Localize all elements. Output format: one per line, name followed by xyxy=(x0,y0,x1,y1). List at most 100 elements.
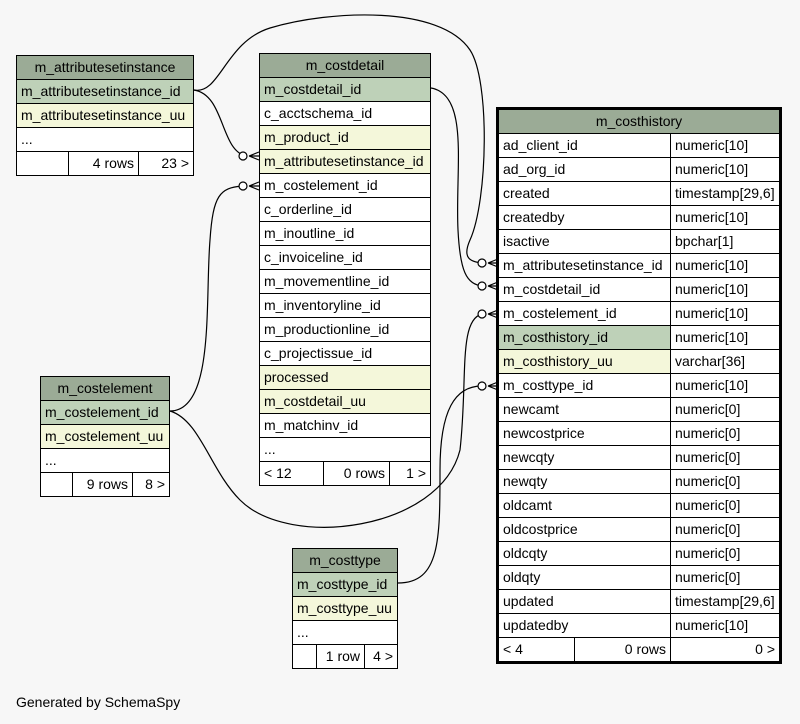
footer-rows: 0 rows xyxy=(324,462,390,485)
column-name: m_costhistory_id xyxy=(499,326,671,349)
column-name: updated xyxy=(499,590,671,613)
column-row[interactable]: m_attributesetinstance_id xyxy=(17,80,193,104)
column-row[interactable]: m_movementline_id xyxy=(260,270,430,294)
column-name: oldcostprice xyxy=(499,518,671,541)
column-type: numeric[0] xyxy=(675,545,741,561)
column-row[interactable]: c_orderline_id xyxy=(260,198,430,222)
column-row[interactable]: m_inventoryline_id xyxy=(260,294,430,318)
column-type: numeric[10] xyxy=(675,305,749,321)
table-footer: 1 row 4 > xyxy=(293,645,397,668)
column-type: numeric[10] xyxy=(675,161,749,177)
column-row[interactable]: m_costtype_id xyxy=(293,573,397,597)
column-name: ad_client_id xyxy=(499,134,671,157)
column-row: ... xyxy=(41,449,169,473)
column-row[interactable]: m_costdetail_id xyxy=(260,78,430,102)
column-row[interactable]: m_costelement_id xyxy=(41,401,169,425)
footer-rows: 4 rows xyxy=(69,152,139,175)
column-row[interactable]: m_attributesetinstance_uu xyxy=(17,104,193,128)
column-row: ... xyxy=(293,621,397,645)
column-type: numeric[0] xyxy=(675,569,741,585)
column-type: numeric[10] xyxy=(675,329,749,345)
table-title[interactable]: m_costtype xyxy=(293,549,397,573)
footer-right[interactable]: 23 > xyxy=(161,155,189,171)
footer-rows: 9 rows xyxy=(73,473,133,496)
column-name: newcqty xyxy=(499,446,671,469)
column-row[interactable]: m_product_id xyxy=(260,126,430,150)
column-type: numeric[0] xyxy=(675,401,741,417)
column-row[interactable]: processed xyxy=(260,366,430,390)
footer-rows: 0 rows xyxy=(575,638,671,661)
column-type: timestamp[29,6] xyxy=(675,185,775,201)
column-name: oldcqty xyxy=(499,542,671,565)
column-name: m_costelement_id xyxy=(499,302,671,325)
column-row[interactable]: m_matchinv_id xyxy=(260,414,430,438)
column-type: numeric[0] xyxy=(675,425,741,441)
table-title[interactable]: m_costdetail xyxy=(260,54,430,78)
column-name: m_costdetail_id xyxy=(499,278,671,301)
column-type: numeric[0] xyxy=(675,521,741,537)
footer-left[interactable]: < 12 xyxy=(260,462,324,485)
table-footer: 9 rows 8 > xyxy=(41,473,169,496)
column-name: m_costhistory_uu xyxy=(499,350,671,373)
table-title[interactable]: m_attributesetinstance xyxy=(17,56,193,80)
column-name: created xyxy=(499,182,671,205)
column-row[interactable]: c_acctschema_id xyxy=(260,102,430,126)
generated-by-label: Generated by SchemaSpy xyxy=(16,694,181,710)
column-type: numeric[10] xyxy=(675,281,749,297)
column-name: ad_org_id xyxy=(499,158,671,181)
column-row[interactable]: c_projectissue_id xyxy=(260,342,430,366)
column-type: numeric[10] xyxy=(675,209,749,225)
table-m-costelement[interactable]: m_costelement m_costelement_id m_costele… xyxy=(40,376,170,497)
column-row[interactable]: m_costtype_uu xyxy=(293,597,397,621)
footer-right[interactable]: 4 > xyxy=(373,648,393,664)
column-type: numeric[10] xyxy=(675,257,749,273)
column-row[interactable]: m_inoutline_id xyxy=(260,222,430,246)
column-row[interactable]: m_attributesetinstance_id xyxy=(260,150,430,174)
footer-left[interactable]: < 4 xyxy=(499,638,575,661)
table-title[interactable]: m_costhistory xyxy=(499,110,779,134)
table-m-costtype[interactable]: m_costtype m_costtype_id m_costtype_uu .… xyxy=(292,548,398,669)
table-m-costdetail[interactable]: m_costdetail m_costdetail_id c_acctschem… xyxy=(259,53,431,486)
column-row[interactable]: m_costelement_uu xyxy=(41,425,169,449)
column-name: m_costtype_id xyxy=(499,374,671,397)
column-name: createdby xyxy=(499,206,671,229)
footer-rows: 1 row xyxy=(317,645,365,668)
column-row: ... xyxy=(17,128,193,152)
column-row[interactable]: m_costdetail_uu xyxy=(260,390,430,414)
column-row[interactable]: m_productionline_id xyxy=(260,318,430,342)
column-row[interactable]: m_costelement_id xyxy=(260,174,430,198)
table-footer: 4 rows 23 > xyxy=(17,152,193,175)
column-row[interactable]: c_invoiceline_id xyxy=(260,246,430,270)
footer-right[interactable]: 1 > xyxy=(406,465,426,481)
footer-right[interactable]: 0 > xyxy=(755,641,775,657)
column-type: varchar[36] xyxy=(675,353,746,369)
column-type: numeric[0] xyxy=(675,473,741,489)
column-type: numeric[10] xyxy=(675,137,749,153)
table-title[interactable]: m_costelement xyxy=(41,377,169,401)
table-m-attributesetinstance[interactable]: m_attributesetinstance m_attributesetins… xyxy=(16,55,194,176)
footer-right[interactable]: 8 > xyxy=(145,476,165,492)
